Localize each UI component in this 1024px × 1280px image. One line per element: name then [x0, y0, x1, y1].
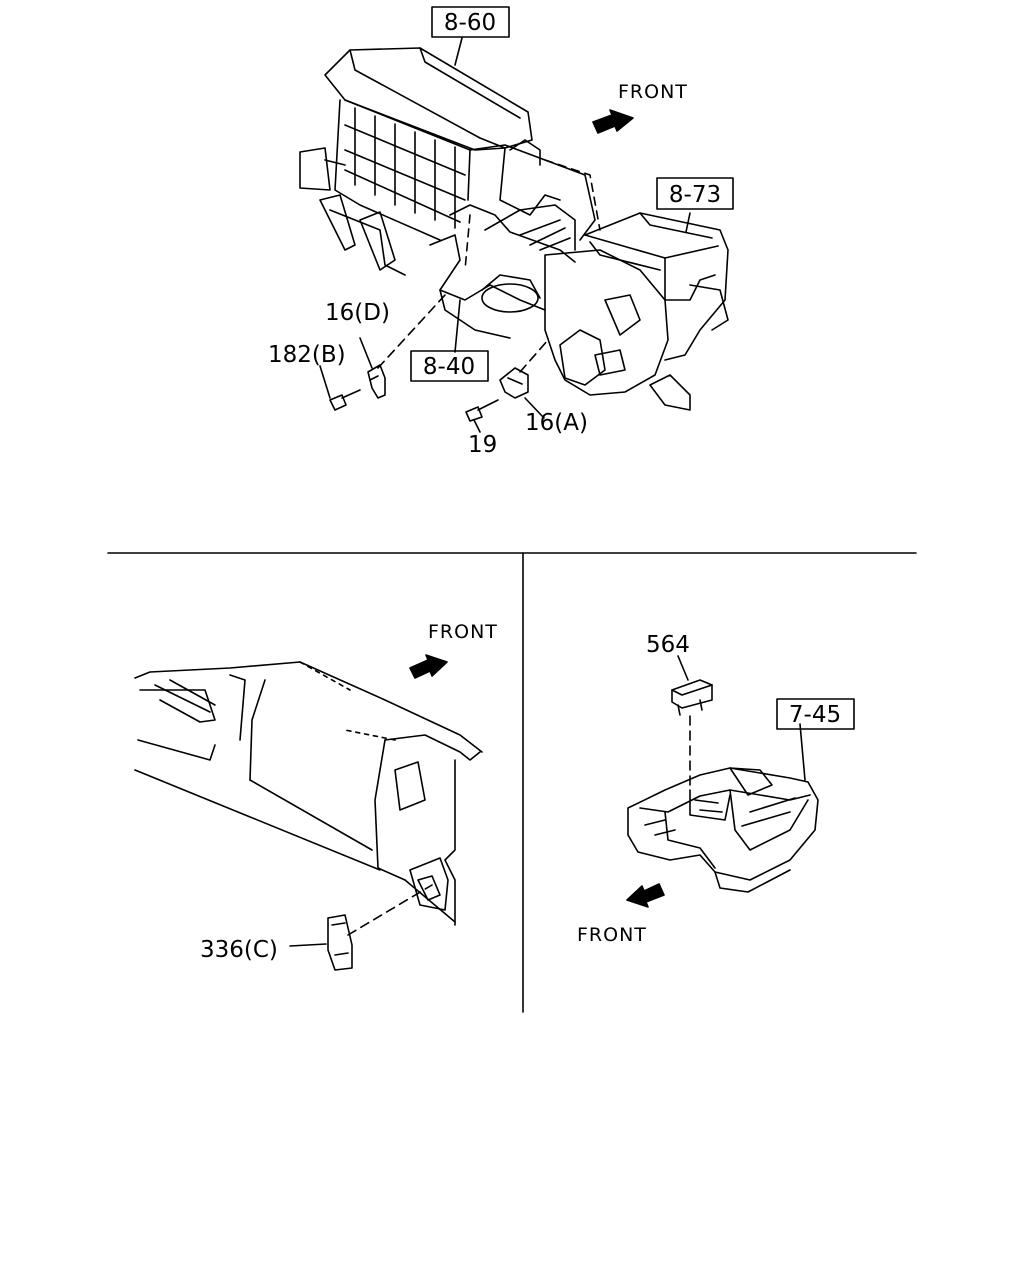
- callout-16a: 16(A): [525, 410, 588, 436]
- ref-label-8-73[interactable]: 8-73: [669, 182, 721, 208]
- ref-label-7-45[interactable]: 7-45: [789, 702, 841, 728]
- bracket-336c-drawing: [327, 914, 353, 971]
- front-label-top: FRONT: [618, 81, 688, 103]
- callout-16d: 16(D): [325, 300, 390, 326]
- ref-label-8-60[interactable]: 8-60: [444, 10, 496, 36]
- callout-564: 564: [646, 632, 690, 658]
- bracket-16a-drawing: [499, 367, 529, 399]
- ref-box-8-40[interactable]: [410, 350, 489, 382]
- console-drawing: [627, 767, 819, 893]
- ref-box-7-45[interactable]: [776, 698, 855, 730]
- front-label-left-panel: FRONT: [428, 621, 498, 643]
- callout-336c: 336(C): [200, 937, 278, 963]
- cover-564-drawing: [671, 679, 713, 716]
- hvac-unit-drawing: [299, 47, 729, 411]
- ref-box-8-73[interactable]: [656, 177, 734, 210]
- ref-box-8-60[interactable]: [431, 6, 510, 38]
- bracket-16d-drawing: [367, 364, 386, 399]
- bolt-182b-drawing: [329, 389, 361, 411]
- dashboard-panel-drawing: [134, 661, 483, 926]
- front-label-right-panel: FRONT: [577, 924, 647, 946]
- ref-label-8-40[interactable]: 8-40: [423, 354, 475, 380]
- callout-19: 19: [468, 432, 497, 458]
- bolt-19-drawing: [465, 399, 499, 422]
- callout-182b: 182(B): [268, 342, 346, 368]
